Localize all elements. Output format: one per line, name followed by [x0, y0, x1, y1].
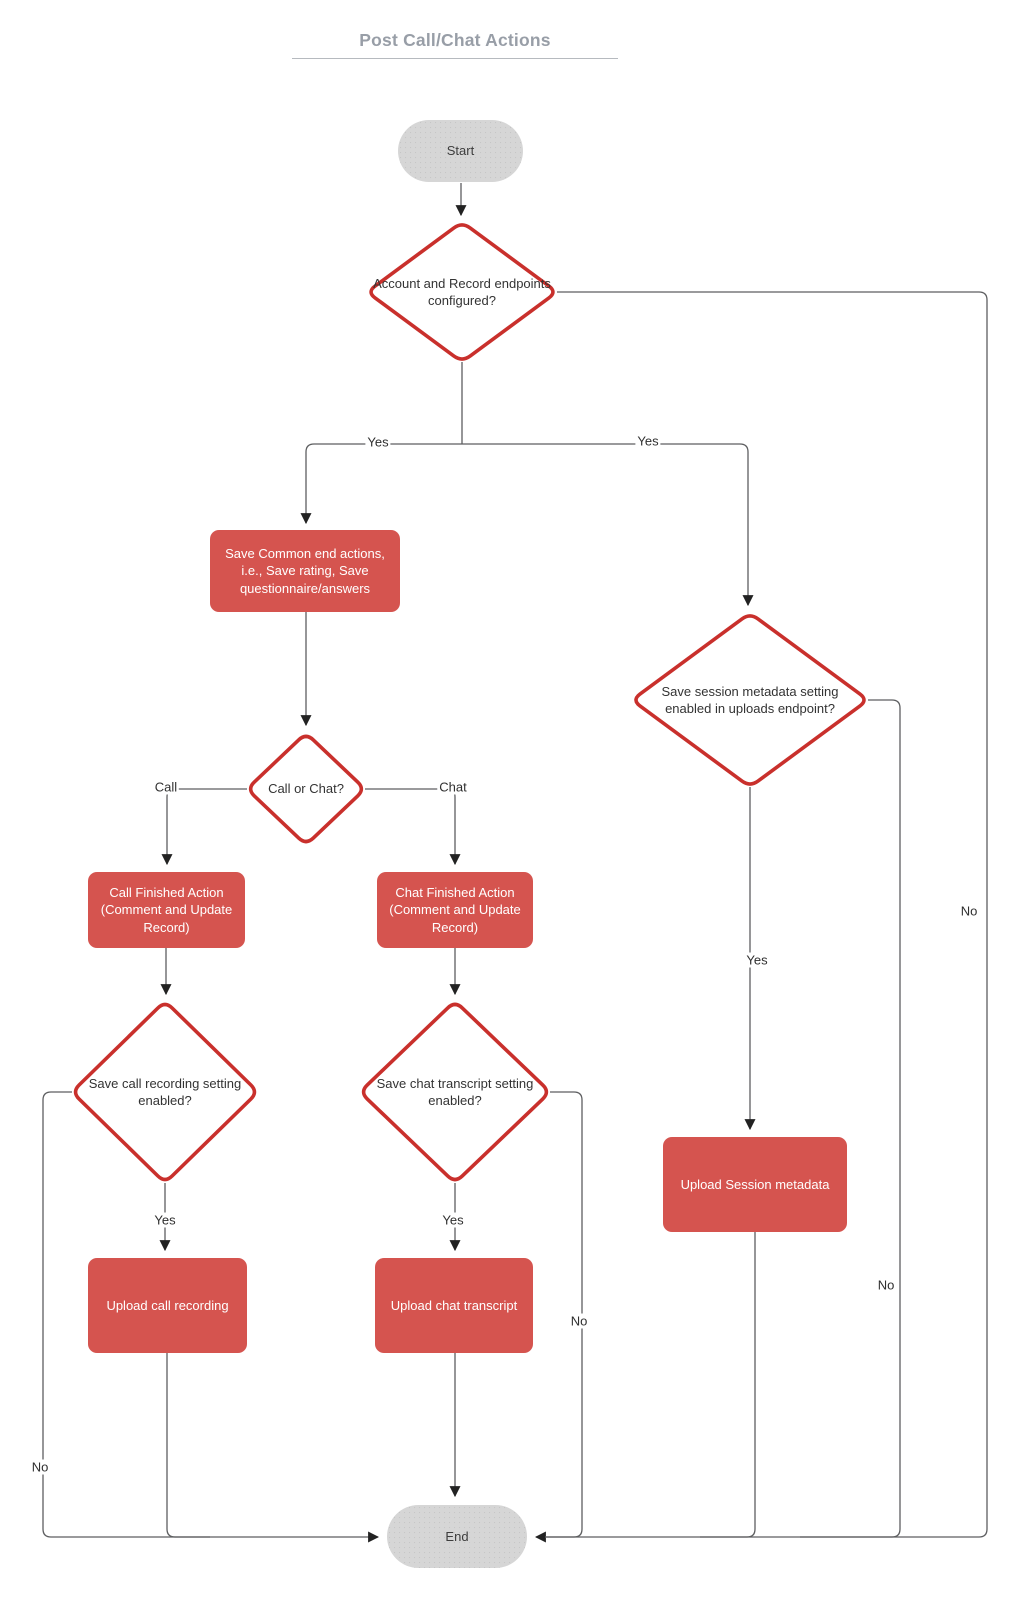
edge-label-yes-call: Yes [152, 1212, 178, 1228]
decision-account-endpoints: Account and Record endpoints configured? [373, 275, 551, 308]
decision-save-chat-transcript-shape [361, 1002, 549, 1182]
edge-label-no-session: No [875, 1277, 897, 1293]
edge-session-no [800, 699, 901, 1538]
edge-chat-branch [365, 788, 461, 866]
decision-save-call-recording: Save call recording setting enabled? [88, 1075, 242, 1108]
start-node: Start [398, 120, 523, 182]
process-save-common-actions: Save Common end actions, i.e., Save rati… [210, 530, 400, 612]
decision-save-chat-transcript: Save chat transcript setting enabled? [376, 1075, 534, 1108]
edge-label-no-call: No [29, 1459, 51, 1475]
edge-label-yes-right: Yes [635, 433, 661, 449]
edge-label-call: Call [152, 779, 180, 795]
process-call-finished-action: Call Finished Action (Comment and Update… [88, 872, 245, 948]
edge-label-yes-left: Yes [365, 434, 391, 450]
edge-uploadcall-to-end [166, 1353, 380, 1543]
decision-save-session-metadata-shape [634, 614, 866, 786]
edge-label-yes-chat: Yes [440, 1212, 466, 1228]
edge-call-branch [161, 788, 247, 866]
page-title: Post Call/Chat Actions [292, 30, 618, 59]
edge-label-no-chat: No [568, 1313, 590, 1329]
edge-account-yes-left [300, 443, 462, 525]
decision-save-call-recording-shape [73, 1002, 257, 1182]
edge-account-yes-right [462, 443, 754, 607]
decision-save-session-metadata: Save session metadata setting enabled in… [661, 683, 839, 716]
process-upload-call-recording: Upload call recording [88, 1258, 247, 1353]
edge-account-no [534, 291, 988, 1543]
process-upload-session-metadata: Upload Session metadata [663, 1137, 847, 1232]
decision-call-or-chat-shape [248, 734, 364, 844]
edge-uploadsession-to-end [700, 1232, 756, 1538]
process-chat-finished-action: Chat Finished Action (Comment and Update… [377, 872, 533, 948]
decision-account-endpoints-shape [369, 223, 555, 361]
edge-label-yes-session: Yes [744, 952, 770, 968]
end-node: End [387, 1505, 527, 1568]
process-upload-chat-transcript: Upload chat transcript [375, 1258, 533, 1353]
edge-label-chat: Chat [437, 779, 469, 795]
decision-call-or-chat: Call or Chat? [268, 781, 344, 797]
edge-callrec-no [42, 1091, 210, 1538]
edge-label-no-account: No [958, 903, 980, 919]
